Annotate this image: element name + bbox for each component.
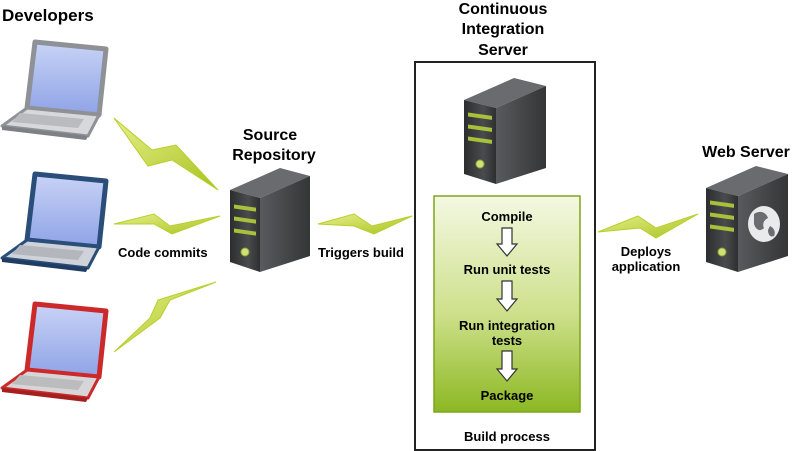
triggers-build-label: Triggers build	[318, 245, 404, 260]
source-repository-label: Source	[243, 127, 297, 144]
lightning-bolt-icon	[317, 213, 413, 235]
build-process-label: Build process	[464, 429, 550, 444]
lightning-bolt-icon	[597, 213, 699, 239]
server-icon	[230, 168, 310, 272]
lightning-bolt-icon	[113, 281, 217, 353]
server-icon	[464, 78, 546, 184]
build-step-package: Package	[481, 388, 534, 403]
down-arrow-icon	[495, 227, 519, 257]
build-step-compile: Compile	[481, 209, 532, 224]
deploys-application-label: Deploys	[621, 244, 672, 259]
laptop-icon	[0, 39, 109, 140]
ci-server-label: Server	[478, 42, 528, 59]
build-step-integration-tests: Run integration	[459, 318, 555, 333]
laptop-icon	[0, 171, 109, 272]
ci-server-label: Continuous	[459, 1, 548, 18]
down-arrow-icon	[495, 350, 519, 382]
developers-label: Developers	[2, 6, 94, 25]
ci-server-label: Integration	[462, 21, 545, 38]
web-server-icon	[706, 166, 788, 272]
down-arrow-icon	[495, 280, 519, 312]
source-repository-label: Repository	[232, 147, 316, 164]
lightning-bolt-icon	[113, 117, 219, 191]
build-step-unit-tests: Run unit tests	[464, 262, 551, 277]
web-server-label: Web Server	[702, 144, 790, 161]
deploys-application-label: application	[612, 259, 681, 274]
globe-icon	[748, 206, 780, 242]
build-step-integration-tests: tests	[492, 333, 522, 348]
code-commits-label: Code commits	[118, 245, 208, 260]
laptop-icon	[0, 301, 109, 402]
lightning-bolt-icon	[113, 213, 221, 235]
